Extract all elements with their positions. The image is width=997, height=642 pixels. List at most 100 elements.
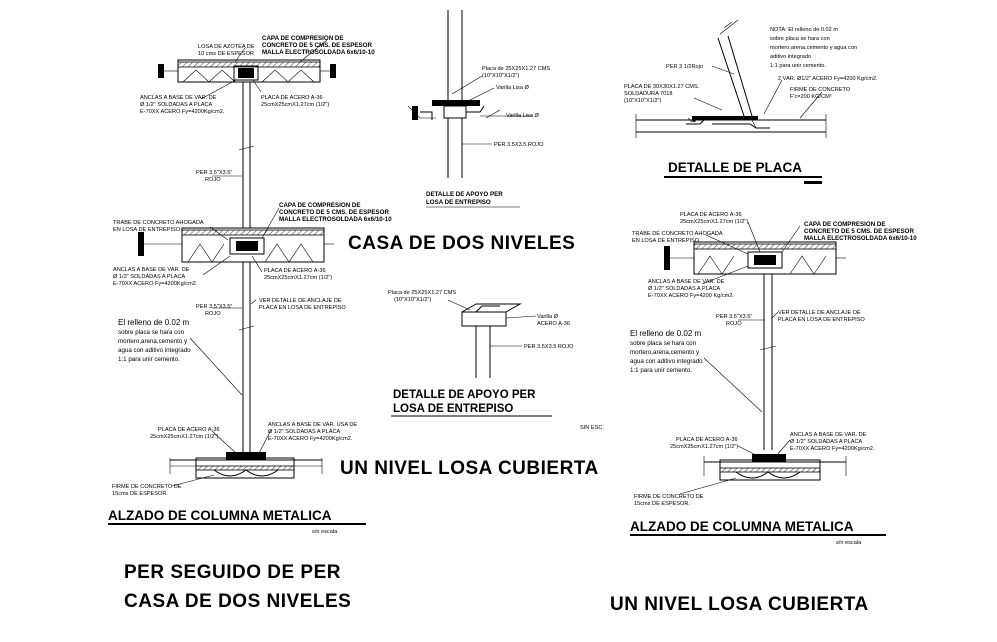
nota-1: NOTA: El relleno de 0.02 m — [770, 27, 838, 33]
center-top-placa-2: (10"X10"X1/2") — [482, 73, 520, 79]
right-placa-bot-1: PLACA DE ACERO A-36 — [676, 437, 738, 443]
label-per-mid-1: PER 3.5"X3.5" — [196, 304, 232, 310]
center-big-title-1: DETALLE DE APOYO PER — [393, 389, 536, 401]
label-placa-bot-2: 25cmX25cmX1.27cm (1/2") — [150, 434, 218, 440]
label-ver-2: PLACA EN LOSA DE ENTREPISO — [259, 305, 346, 311]
center-sin-esc: SIN ESC. — [580, 425, 604, 431]
right-top-plate-detail: NOTA: El relleno de 0.02 m sobre placa s… — [624, 19, 878, 184]
label-placa-2: 25cmX25cmX1.27cm (1/2") — [261, 102, 329, 108]
label-capa-mid-3: MALLA ELECTROSOLDADA 6x6/10-10 — [279, 216, 392, 223]
right-capa-2: CONCRETO DE 5 CMS. DE ESPESOR — [804, 228, 914, 235]
label-anclas-2: Ø 1/2" SOLDADAS A PLACA — [140, 102, 213, 108]
right-scale: s/n escala — [836, 540, 862, 546]
label-anclas-bot-2: Ø 1/2" SOLDADAS A PLACA — [268, 429, 341, 435]
label-capa-mid-2: CONCRETO DE 5 CMS. DE ESPESOR — [279, 209, 389, 216]
right-ver-2: PLACA EN LOSA DE ENTREPISO — [778, 317, 865, 323]
center-mid-varilla-1: Varilla Ø — [537, 314, 559, 320]
label-placa-bot-1: PLACA DE ACERO A-36 — [158, 427, 220, 433]
nota-2: sobre placa se hara con — [770, 36, 830, 42]
right-firme-2: 15cms DE ESPESOR. — [634, 501, 690, 507]
label-anclas-3: E-70XX ACERO Fy=4200Kg/cm2. — [140, 109, 225, 115]
right-top-placa-2: SOLDADURA 7018 — [624, 91, 673, 97]
label-anclas-mid-1: ANCLAS A BASE DE VAR. DE — [113, 267, 190, 273]
label-relleno-1: El relleno de 0.02 m — [118, 318, 189, 327]
right-top-title: DETALLE DE PLACA — [668, 160, 802, 175]
right-top-varillas: 2 VAR. Ø1/2" ACERO Fy=4200 Kg/cm2. — [778, 76, 878, 82]
center-top-detail: Placa de 25X25X1.27 CMS (10"X10"X1/2") V… — [407, 10, 550, 208]
casa-dos-niveles-title: CASA DE DOS NIVELES — [348, 233, 575, 254]
right-anclas-2: Ø 1/2" SOLDADAS A PLACA — [648, 286, 721, 292]
un-nivel-title-right: UN NIVEL LOSA CUBIERTA — [610, 594, 869, 615]
center-top-per: PER 3.5X3.5 ROJO — [494, 142, 544, 148]
label-trabe-1: TRABE DE CONCRETO AHOGADA — [113, 220, 204, 226]
per-seguido-title-2: CASA DE DOS NIVELES — [124, 591, 351, 612]
right-column-elevation: PLACA DE ACERO A-36 25cmX25cmX1.27cm (1/… — [630, 212, 917, 546]
right-placa-2: 25cmX25cmX1.27cm (1/2") — [680, 219, 748, 225]
center-top-title-1: DETALLE DE APOYO PER — [426, 191, 503, 198]
right-title: ALZADO DE COLUMNA METALICA — [630, 519, 854, 534]
right-top-per: PER 3 1/2Rojo — [666, 64, 703, 70]
label-anclas-mid-3: E-70XX ACERO Fy=4200Kg/cm2. — [113, 281, 198, 287]
label-anclas-bot-3: E-70XX ACERO Fy=4200Kg/cm2. — [268, 436, 353, 442]
label-per-2: ROJO — [205, 177, 221, 183]
left-column-shaft — [238, 82, 255, 452]
right-placa-1: PLACA DE ACERO A-36 — [680, 212, 742, 218]
label-placa-1: PLACA DE ACERO A-36 — [261, 95, 323, 101]
center-top-varilla2: Varilla Lisa Ø — [506, 113, 539, 119]
label-placa-mid-2: 25cmX25cmX1.27cm (1/2") — [264, 275, 332, 281]
left-top-slab — [158, 59, 336, 83]
right-top-firme-2: F'c=200 KG/CM² — [790, 94, 832, 100]
label-ver-1: VER DETALLE DE ANCLAJE DE — [259, 298, 342, 304]
right-relleno-4: agua con aditivo integrado — [630, 358, 703, 365]
center-mid-per: PER 3.5X3.5 ROJO — [524, 344, 574, 350]
label-losa-azotea: LOSA DE AZOTEA DE — [198, 44, 255, 50]
center-big-title-2: LOSA DE ENTREPISO — [393, 403, 513, 415]
right-relleno-5: 1:1 para unir cemento. — [630, 367, 692, 374]
right-trabe-1: TRABE DE CONCRETO AHOGADA — [632, 231, 723, 237]
label-relleno-2: sobre placa se hara con — [118, 329, 185, 336]
per-seguido-title-1: PER SEGUIDO DE PER — [124, 562, 341, 583]
center-mid-placa-2: (10"X10"X1/2") — [394, 297, 432, 303]
right-top-placa-3: (10"X10"X1/2") — [624, 98, 662, 104]
right-capa-1: CAPA DE COMPRESION DE — [804, 221, 885, 228]
right-per-2: ROJO — [726, 321, 742, 327]
right-anclas-3: E-70XX ACERO Fy=4200 Kg/cm2. — [648, 293, 734, 299]
nota-4: aditivo integrado — [770, 54, 811, 60]
right-anclas-bot-3: E-70XX ACERO Fy=4200Kg/cm2. — [790, 446, 875, 452]
label-relleno-3: mortero,arena,cemento y — [118, 338, 188, 345]
right-relleno-1: El relleno de 0.02 m — [630, 329, 701, 338]
left-base — [169, 452, 323, 479]
left-title: ALZADO DE COLUMNA METALICA — [108, 508, 332, 523]
right-relleno-2: sobre placa se hara con — [630, 340, 697, 347]
right-top-firme-1: FIRME DE CONCRETO — [790, 87, 851, 93]
label-per-mid-2: ROJO — [205, 311, 221, 317]
label-firme-1: FIRME DE CONCRETO DE — [112, 484, 182, 490]
label-capa-top-1: CAPA DE COMPRESION DE — [262, 35, 343, 42]
right-relleno-3: mortero,arena,cemento y — [630, 349, 700, 356]
label-relleno-4: agua con aditivo integrado — [118, 347, 191, 354]
center-top-placa-1: Placa de 25X25X1.27 CMS — [482, 66, 550, 72]
left-scale: s/n escala — [312, 529, 338, 535]
label-espesor: 10 cms DE ESPESOR — [198, 51, 254, 57]
right-capa-3: MALLA ELECTROSOLDADA 6x6/10-10 — [804, 235, 917, 242]
right-top-placa-1: PLACA DE 30X30X1.27 CMS. — [624, 84, 700, 90]
nota-3: mortero,arena,cemento y agua con — [770, 45, 857, 51]
label-anclas-bot-1: ANCLAS A BASE DE VAR. USA DE — [268, 422, 357, 428]
right-ver-1: VER DETALLE DE ANCLAJE DE — [778, 310, 861, 316]
right-per-1: PER 3.5"X3.5" — [716, 314, 752, 320]
nota-5: 1:1 para unir cemento. — [770, 63, 826, 69]
right-anclas-bot-1: ANCLAS A BASE DE VAR. DE — [790, 432, 867, 438]
label-trabe-2: EN LOSA DE ENTREPISO — [113, 227, 181, 233]
center-mid-varilla-2: ACERO A-36 — [537, 321, 570, 327]
right-firme-1: FIRME DE CONCRETO DE — [634, 494, 704, 500]
label-anclas-1: ANCLAS A BASE DE VAR. DE — [140, 95, 217, 101]
label-per-1: PER 3.5"X3.5" — [196, 170, 232, 176]
right-placa-bot-2: 25cmX25cmX1.27cm (1/2") — [670, 444, 738, 450]
center-top-title-2: LOSA DE ENTREPISO — [426, 199, 491, 206]
left-mid-slab — [138, 227, 334, 263]
label-capa-mid-1: CAPA DE COMPRESION DE — [279, 202, 360, 209]
label-capa-top-2: CONCRETO DE 5 CMS. DE ESPESOR — [262, 42, 372, 49]
right-anclas-bot-2: Ø 1/2" SOLDADAS A PLACA — [790, 439, 863, 445]
left-column-elevation: LOSA DE AZOTEA DE 10 cms DE ESPESOR CAPA… — [108, 35, 392, 535]
